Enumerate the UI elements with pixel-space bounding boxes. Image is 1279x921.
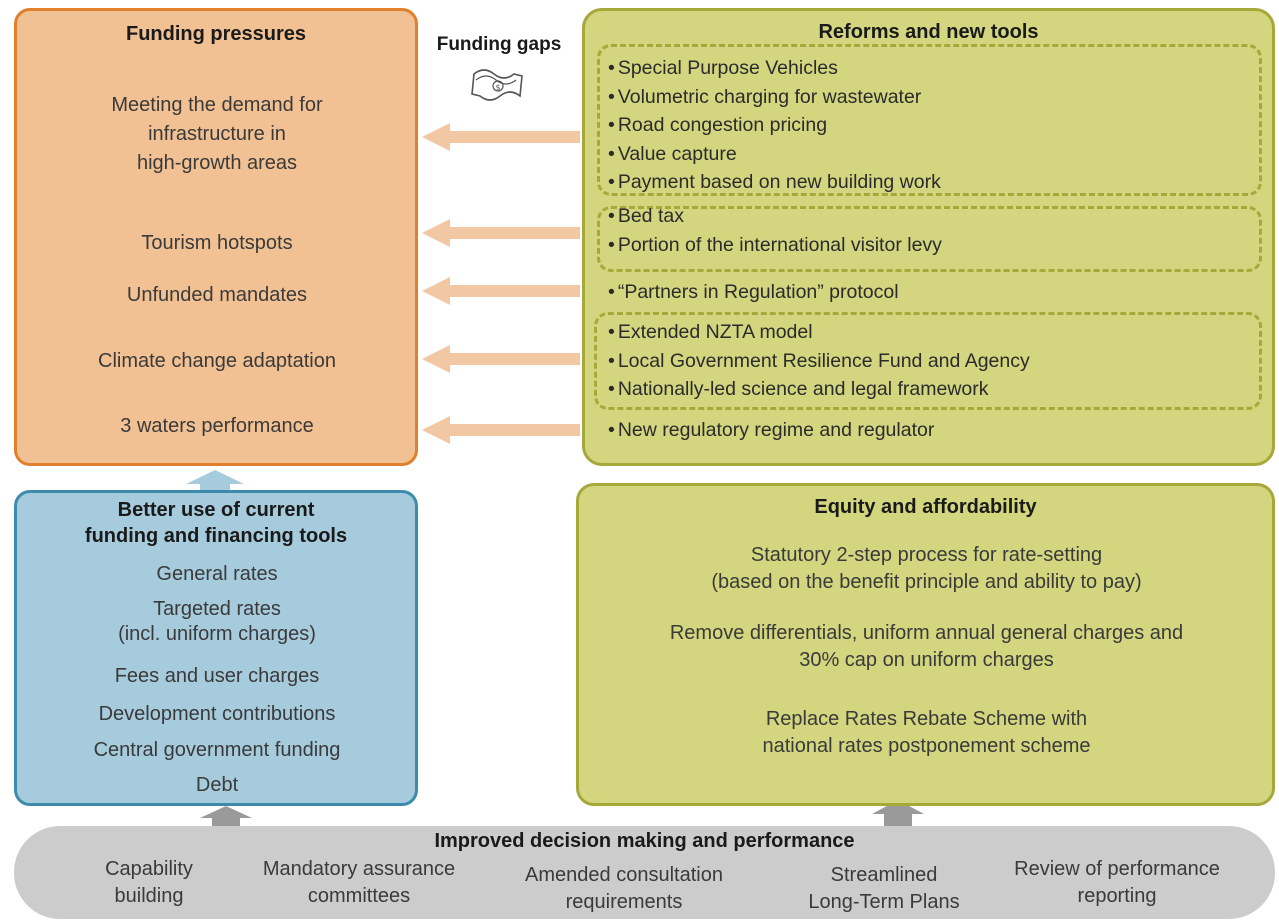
improved-decision-band: Improved decision making and performance… xyxy=(14,826,1275,919)
equity-box: Equity and affordability Statutory 2-ste… xyxy=(576,483,1275,806)
arrow-to-high-growth xyxy=(422,123,580,151)
improved-assurance: Mandatory assurance committees xyxy=(262,858,456,907)
pressure-high-growth: Meeting the demand for infrastructure in… xyxy=(111,94,323,174)
tool-targeted-rates: Targeted rates (incl. uniform charges) xyxy=(118,598,316,645)
bullet-value-capture: Value capture xyxy=(608,140,941,169)
bullet-special-purpose-vehicles: Special Purpose Vehicles xyxy=(608,54,941,83)
up-arrow-grey-left xyxy=(200,806,252,828)
improved-ltp: Streamlined Long-Term Plans xyxy=(808,864,960,913)
pressure-tourism: Tourism hotspots xyxy=(141,232,293,254)
reforms-title: Reforms and new tools xyxy=(818,21,1039,43)
reforms-group-1: Special Purpose Vehicles Volumetric char… xyxy=(608,54,941,197)
tool-development-contributions: Development contributions xyxy=(98,703,336,725)
up-arrow-grey-right xyxy=(872,800,924,828)
pressure-unfunded: Unfunded mandates xyxy=(126,284,308,306)
improved-reporting: Review of performance reporting xyxy=(1014,858,1220,907)
better-use-box: Better use of current funding and financ… xyxy=(14,490,418,806)
improved-capability: Capability building xyxy=(105,858,193,907)
bullet-resilience-fund: Local Government Resilience Fund and Age… xyxy=(608,347,1030,376)
better-use-title: Better use of current funding and financ… xyxy=(84,499,348,547)
bullet-road-congestion: Road congestion pricing xyxy=(608,111,941,140)
equity-statutory-process: Statutory 2-step process for rate-settin… xyxy=(711,544,1142,593)
money-bill-icon: $ xyxy=(471,69,523,101)
reforms-group-3-frame xyxy=(594,312,1262,410)
arrow-to-3-waters xyxy=(422,416,580,444)
reforms-group-3: Extended NZTA model Local Government Res… xyxy=(608,318,1030,404)
bullet-science-legal: Nationally-led science and legal framewo… xyxy=(608,375,1030,404)
reforms-single-1: “Partners in Regulation” protocol xyxy=(608,278,899,307)
arrow-to-climate xyxy=(422,345,580,373)
arrow-to-tourism xyxy=(422,219,580,247)
bullet-extended-nzta: Extended NZTA model xyxy=(608,318,1030,347)
pressure-3-waters: 3 waters performance xyxy=(120,415,314,437)
bullet-volumetric-charging: Volumetric charging for wastewater xyxy=(608,83,941,112)
funding-gaps-label: Funding gaps xyxy=(436,34,562,55)
bullet-regulatory-regime: New regulatory regime and regulator xyxy=(608,416,935,445)
reforms-single-2: New regulatory regime and regulator xyxy=(608,416,935,445)
pressure-climate: Climate change adaptation xyxy=(98,350,336,372)
equity-rates-postponement: Replace Rates Rebate Scheme with nationa… xyxy=(762,708,1091,757)
reforms-group-2: Bed tax Portion of the international vis… xyxy=(608,202,942,259)
improved-consultation: Amended consultation requirements xyxy=(525,864,723,913)
equity-title: Equity and affordability xyxy=(814,496,1037,518)
bullet-payment-new-building: Payment based on new building work xyxy=(608,168,941,197)
bullet-bed-tax: Bed tax xyxy=(608,202,942,231)
improved-title: Improved decision making and performance xyxy=(434,830,855,852)
bullet-partners-in-regulation: “Partners in Regulation” protocol xyxy=(608,278,899,307)
funding-pressures-title: Funding pressures xyxy=(125,23,307,45)
arrow-to-unfunded xyxy=(422,277,580,305)
tool-fees: Fees and user charges xyxy=(114,665,320,687)
bullet-visitor-levy: Portion of the international visitor lev… xyxy=(608,231,942,260)
tool-central-govt: Central government funding xyxy=(93,739,341,761)
tool-debt: Debt xyxy=(195,774,239,796)
equity-remove-differentials: Remove differentials, uniform annual gen… xyxy=(669,622,1184,671)
tool-general-rates: General rates xyxy=(156,563,278,585)
svg-text:$: $ xyxy=(496,83,501,92)
funding-pressures-box: Funding pressures Meeting the demand for… xyxy=(14,8,418,466)
